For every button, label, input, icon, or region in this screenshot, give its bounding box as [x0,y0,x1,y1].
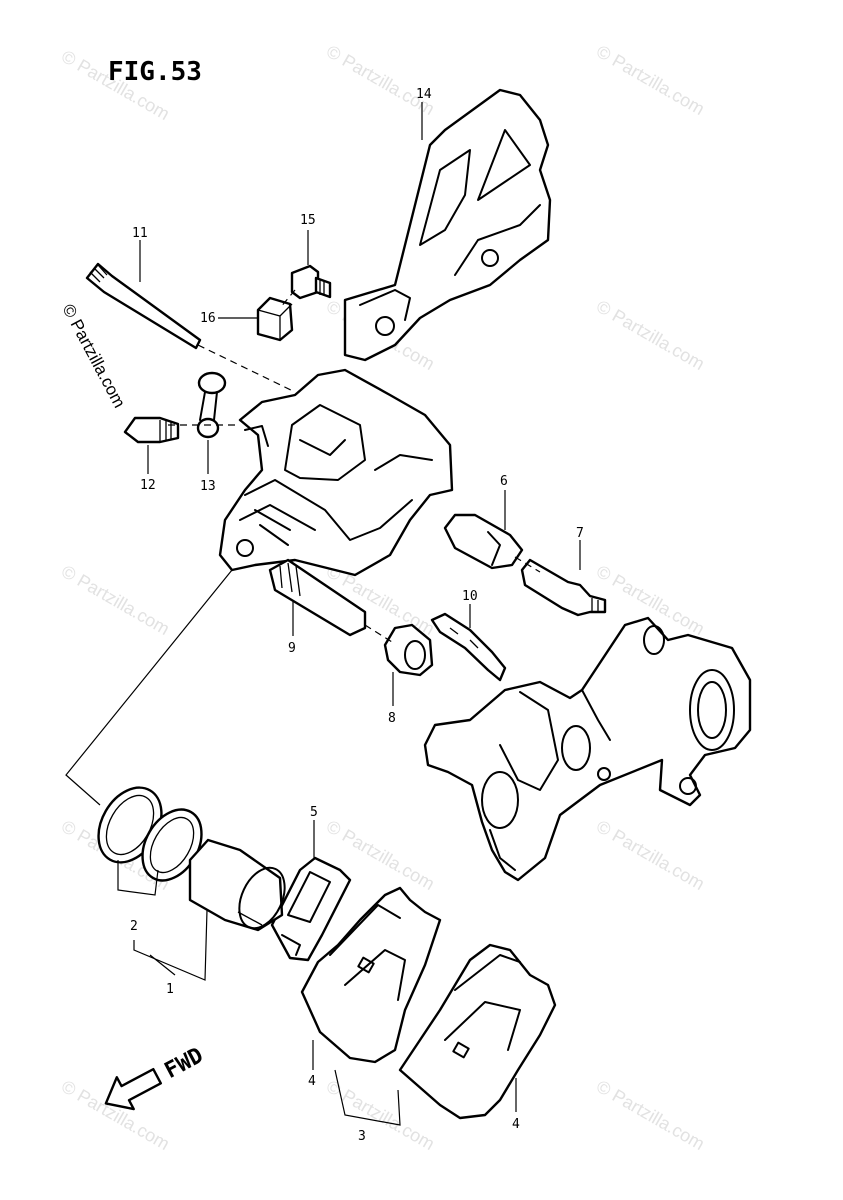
part-5-shim [270,856,352,962]
callout-7: 7 [576,526,584,541]
callout-10: 10 [462,589,478,604]
leader-lines [65,102,581,1126]
alignment-lines [168,289,541,643]
callout-4-outer: 4 [512,1117,520,1132]
part-7-bolt [520,558,607,617]
part-16-cap [256,296,294,342]
callout-11: 11 [132,226,148,241]
watermark: © Partzilla.com [58,561,173,639]
watermark: © Partzilla.com [593,296,708,374]
part-4-pad [398,943,557,1120]
watermark: © Partzilla.com [593,1076,708,1154]
caliper-body [218,368,454,577]
watermark: © Partzilla.com [323,41,438,119]
part-2-seals [97,786,203,882]
callout-4-inner: 4 [308,1074,316,1089]
part-14-bracket [343,88,552,362]
callout-labels: 14 15 11 16 12 13 6 7 10 9 8 5 2 1 4 3 4 [130,87,584,1144]
arrow-left-icon [104,1067,163,1111]
part-8-boot [383,623,434,677]
callout-8: 8 [388,711,396,726]
callout-12: 12 [140,478,156,493]
part-3-pad [300,886,442,1064]
caliper-holder [423,616,752,882]
callout-16: 16 [200,311,216,326]
callout-9: 9 [288,641,296,656]
part-9-slide-pin [268,558,367,637]
callout-13: 13 [200,479,216,494]
part-1-piston [188,838,286,932]
callout-15: 15 [300,213,316,228]
figure-title: FIG.53 [108,57,202,87]
callout-5: 5 [310,805,318,820]
watermark-vertical: © Partzilla.com [58,301,129,411]
part-6-sleeve [443,513,524,570]
callout-2: 2 [130,919,138,934]
part-10-spring [430,612,507,682]
callout-14: 14 [416,87,432,102]
watermark: © Partzilla.com [593,816,708,894]
watermark: © Partzilla.com [593,41,708,119]
part-12-bleeder [123,416,180,444]
part-15-bolt [290,264,332,300]
callout-6: 6 [500,474,508,489]
part-11-pin [85,262,202,350]
fwd-label: FWD [161,1043,208,1084]
callout-3: 3 [358,1129,366,1144]
part-13-cap [196,371,227,439]
callout-1: 1 [166,982,174,997]
